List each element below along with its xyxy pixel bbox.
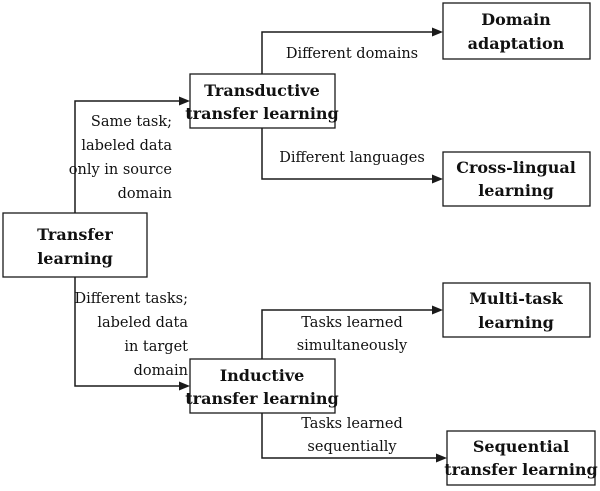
- edge-label-transfer-to-transductive: Same task; labeled data only in source doma…: [69, 114, 173, 202]
- node-transductive-transfer-learning: Transductive transfer learning: [185, 73, 339, 129]
- node-label-sequential-transfer-learning-line-1: Sequential: [473, 437, 569, 456]
- node-label-inductive-transfer-learning-line-1: Inductive: [220, 366, 305, 385]
- node-label-domain-adaptation-line-2: adaptation: [468, 34, 565, 53]
- node-transfer-learning: Transfer learning: [2, 212, 148, 278]
- node-label-sequential-transfer-learning: Sequential transfer learning: [444, 437, 597, 479]
- node-label-transfer-learning-line-1: Transfer: [37, 225, 113, 244]
- node-label-cross-lingual-learning-line-2: learning: [478, 181, 554, 200]
- node-inductive-transfer-learning: Inductive transfer learning: [185, 358, 339, 414]
- edge-label-transductive-to-cross-lingual: Different languages: [279, 150, 425, 166]
- edge-label-transfer-to-transductive-line-4: domain: [118, 186, 172, 202]
- node-label-multi-task-learning-line-1: Multi-task: [469, 289, 563, 308]
- edge-transductive-to-cross-lingual: [261, 128, 443, 184]
- edge-label-transfer-to-transductive-line-2: labeled data: [81, 138, 172, 154]
- node-label-sequential-transfer-learning-line-2: transfer learning: [444, 460, 597, 479]
- node-label-transfer-learning: Transfer learning: [37, 225, 113, 268]
- edge-label-inductive-to-sequential-line-2: sequentially: [307, 439, 397, 455]
- node-label-domain-adaptation-line-1: Domain: [481, 10, 551, 29]
- node-label-transfer-learning-line-2: learning: [37, 249, 113, 268]
- edge-label-transfer-to-inductive-line-2: labeled data: [97, 315, 188, 331]
- edge-transfer-to-transductive: [74, 96, 190, 213]
- edge-label-inductive-to-multi-task: Tasks learned simultaneously: [297, 315, 408, 354]
- edge-label-transfer-to-transductive-line-3: only in source: [69, 162, 172, 178]
- edge-label-transfer-to-inductive-line-3: in target: [124, 339, 188, 355]
- edge-label-transductive-to-domain-adaptation-line-1: Different domains: [286, 46, 418, 62]
- node-label-multi-task-learning: Multi-task learning: [469, 289, 563, 332]
- edge-label-transductive-to-domain-adaptation: Different domains: [286, 46, 418, 62]
- edge-label-transfer-to-inductive-line-4: domain: [134, 363, 188, 379]
- node-domain-adaptation: Domain adaptation: [442, 2, 591, 60]
- edge-label-transfer-to-inductive: Different tasks; labeled data in target dom…: [75, 291, 189, 379]
- node-label-transductive-transfer-learning-line-2: transfer learning: [185, 104, 338, 123]
- node-label-inductive-transfer-learning: Inductive transfer learning: [185, 366, 338, 408]
- edge-label-inductive-to-multi-task-line-2: simultaneously: [297, 338, 408, 354]
- edge-label-inductive-to-multi-task-line-1: Tasks learned: [301, 315, 402, 331]
- edge-label-inductive-to-sequential-line-1: Tasks learned: [301, 416, 402, 432]
- node-sequential-transfer-learning: Sequential transfer learning: [444, 430, 598, 486]
- edge-transfer-to-inductive: [74, 277, 190, 391]
- node-label-domain-adaptation: Domain adaptation: [468, 10, 565, 53]
- edge-label-transductive-to-cross-lingual-line-1: Different languages: [279, 150, 425, 166]
- node-label-cross-lingual-learning-line-1: Cross-lingual: [456, 158, 576, 177]
- node-label-transductive-transfer-learning: Transductive transfer learning: [185, 81, 338, 123]
- node-label-multi-task-learning-line-2: learning: [478, 313, 554, 332]
- edge-label-transfer-to-inductive-line-1: Different tasks;: [75, 291, 188, 307]
- node-label-transductive-transfer-learning-line-1: Transductive: [204, 81, 320, 100]
- node-label-inductive-transfer-learning-line-2: transfer learning: [185, 389, 338, 408]
- node-label-cross-lingual-learning: Cross-lingual learning: [456, 158, 576, 200]
- edge-inductive-to-sequential: [261, 413, 447, 463]
- node-multi-task-learning: Multi-task learning: [442, 282, 591, 338]
- node-cross-lingual-learning: Cross-lingual learning: [442, 151, 591, 207]
- edge-transductive-to-domain-adaptation: [261, 27, 443, 74]
- edge-label-transfer-to-transductive-line-1: Same task;: [91, 114, 172, 130]
- edge-label-inductive-to-sequential: Tasks learned sequentially: [301, 416, 402, 455]
- edge-inductive-to-multi-task: [261, 305, 443, 359]
